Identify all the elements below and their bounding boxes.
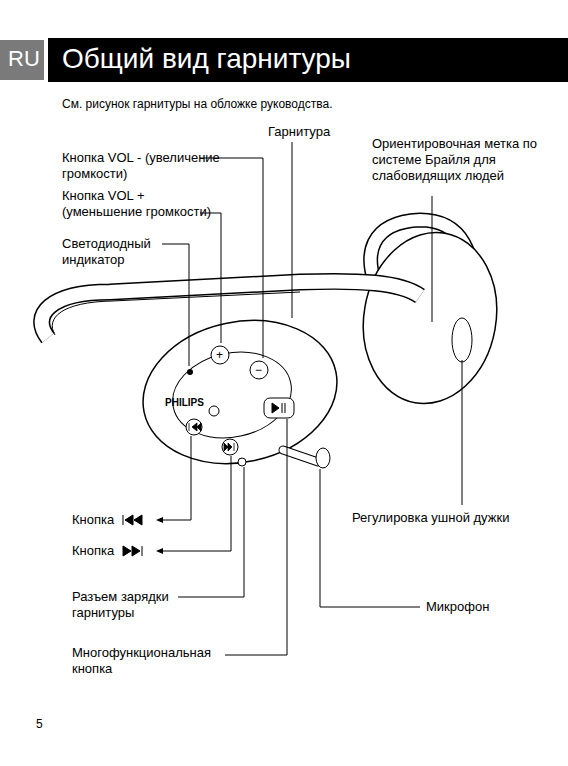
part-name: Кнопка bbox=[72, 512, 114, 528]
page-number: 5 bbox=[36, 716, 43, 732]
microphone-boom bbox=[283, 450, 318, 462]
microphone-boom bbox=[283, 450, 318, 462]
part-name: Кнопка bbox=[72, 543, 114, 559]
ear-adjuster bbox=[452, 318, 472, 362]
button-symbol: + bbox=[216, 347, 223, 363]
vol-plus-button bbox=[211, 346, 229, 364]
part-name: Разъем зарядки гарнитуры bbox=[72, 589, 177, 621]
button-icons bbox=[123, 515, 142, 556]
title-bar bbox=[48, 38, 568, 82]
left-earcup bbox=[130, 303, 351, 481]
play-pause-icon bbox=[272, 403, 285, 413]
logo-mark bbox=[209, 406, 219, 416]
charge-socket bbox=[238, 458, 246, 466]
part-name: Кнопка VOL + (уменьшение громкости) bbox=[62, 188, 222, 220]
microphone-tip bbox=[316, 448, 330, 468]
part-name: Многофункциональная кнопка bbox=[72, 645, 222, 677]
part-name: Ориентировочная метка по системе Брайля … bbox=[372, 136, 552, 184]
button-symbol: − bbox=[255, 362, 262, 378]
brand-logo: PHILIPS bbox=[165, 397, 204, 409]
prev-button bbox=[186, 419, 202, 435]
part-name: Гарнитура bbox=[268, 124, 330, 140]
prev-icon bbox=[189, 423, 201, 431]
vol-minus-button bbox=[250, 361, 268, 379]
right-earcup bbox=[350, 222, 510, 414]
next-button bbox=[222, 439, 238, 455]
intro-note: См. рисунок гарнитуры на обложке руковод… bbox=[62, 96, 333, 112]
page-title: Общий вид гарнитуры bbox=[62, 42, 351, 76]
part-name: Регулировка ушной дужки bbox=[352, 510, 509, 526]
language-code: RU bbox=[8, 44, 40, 74]
led bbox=[187, 369, 193, 375]
next-icon bbox=[224, 443, 234, 451]
part-name: Кнопка VOL - (увеличение громкости) bbox=[62, 150, 222, 182]
language-badge bbox=[0, 40, 44, 80]
part-name: Микрофон bbox=[426, 599, 489, 615]
control-disc bbox=[165, 341, 300, 448]
part-name: Светодиодный индикатор bbox=[62, 236, 162, 268]
multifunction-button bbox=[264, 398, 294, 418]
leader-arrowheads bbox=[156, 517, 163, 554]
